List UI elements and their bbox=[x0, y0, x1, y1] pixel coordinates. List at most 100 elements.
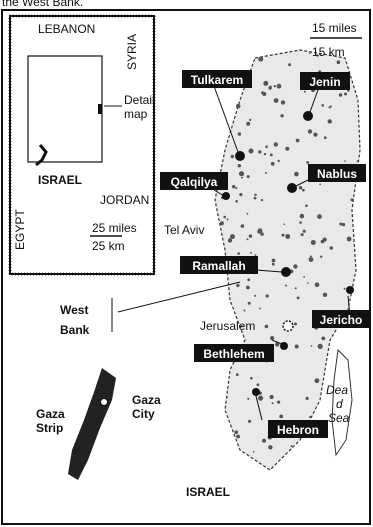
stipple-dot bbox=[261, 438, 267, 443]
stipple-dot bbox=[321, 104, 325, 107]
stipple-dot bbox=[314, 378, 320, 384]
stipple-dot bbox=[319, 183, 321, 186]
inset-coastline bbox=[35, 144, 48, 167]
stipple-dot bbox=[235, 187, 238, 190]
stipple-dot bbox=[227, 238, 233, 243]
stipple-dot bbox=[295, 138, 300, 143]
stipple-dot bbox=[305, 396, 309, 400]
stipple-dot bbox=[219, 221, 224, 226]
stipple-dot bbox=[239, 193, 243, 197]
stipple-dot bbox=[271, 402, 274, 405]
stipple-dot bbox=[309, 52, 311, 54]
city-dots bbox=[222, 111, 354, 396]
city-label-bethlehem: Bethlehem bbox=[194, 344, 274, 362]
city-label-jenin: Jenin bbox=[300, 72, 350, 90]
stipple-dot bbox=[234, 430, 238, 435]
gaza-city-dot bbox=[100, 398, 108, 406]
stipple-dot bbox=[310, 240, 316, 245]
stipple-dot bbox=[356, 160, 359, 163]
svg-text:Qalqilya: Qalqilya bbox=[171, 175, 218, 189]
stipple-dot bbox=[269, 153, 273, 157]
stipple-dot bbox=[294, 344, 299, 349]
city-label-hebron: Hebron bbox=[268, 420, 328, 438]
jerusalem-marker bbox=[282, 320, 294, 332]
scale-km-label: 15 km bbox=[312, 45, 345, 59]
stipple-dot bbox=[265, 83, 268, 86]
inset-detail-marker bbox=[98, 104, 102, 114]
stipple-dot bbox=[248, 419, 252, 423]
west-bank-label-1: West bbox=[60, 303, 88, 317]
inset-egypt-label: EGYPT bbox=[13, 209, 27, 250]
stipple-dot bbox=[246, 212, 249, 215]
stipple-dot bbox=[294, 171, 299, 177]
stipple-dot bbox=[308, 257, 314, 262]
stipple-dot bbox=[241, 176, 243, 179]
svg-text:Jericho: Jericho bbox=[320, 313, 363, 327]
city-label-qalqilya: Qalqilya bbox=[160, 172, 228, 190]
stipple-dot bbox=[290, 445, 293, 448]
stipple-dot bbox=[262, 92, 267, 96]
stipple-dot bbox=[230, 234, 235, 240]
stipple-dot bbox=[294, 287, 297, 290]
stipple-dot bbox=[270, 161, 275, 166]
stipple-dot bbox=[235, 200, 238, 203]
stipple-dot bbox=[248, 148, 254, 154]
stipple-dot bbox=[320, 255, 323, 258]
svg-text:Bethlehem: Bethlehem bbox=[203, 347, 264, 361]
stipple-dot bbox=[252, 450, 255, 453]
dead-sea-label-1: Dea bbox=[326, 383, 348, 397]
svg-text:Hebron: Hebron bbox=[277, 423, 319, 437]
stipple-dot bbox=[226, 396, 228, 398]
stipple-dot bbox=[303, 90, 306, 93]
stipple-dot bbox=[298, 186, 303, 190]
stipple-dot bbox=[236, 283, 240, 288]
svg-text:Tulkarem: Tulkarem bbox=[191, 73, 243, 87]
stipple-dot bbox=[279, 414, 284, 419]
stipple-dot bbox=[339, 222, 343, 226]
gaza-city-label-2: City bbox=[132, 407, 155, 421]
stipple-dot bbox=[338, 93, 343, 97]
stipple-dot bbox=[264, 172, 267, 174]
stipple-dot bbox=[223, 215, 226, 219]
inset-scale-miles: 25 miles bbox=[92, 221, 137, 235]
stipple-dot bbox=[254, 193, 257, 197]
dead-sea-label-2: d bbox=[336, 397, 343, 411]
scale-miles-label: 15 miles bbox=[312, 21, 357, 35]
stipple-dot bbox=[285, 234, 289, 238]
stipple-dot bbox=[237, 132, 242, 136]
stipple-dot bbox=[344, 92, 347, 96]
stipple-dot bbox=[250, 251, 252, 254]
stipple-dot bbox=[257, 228, 263, 234]
stipple-dot bbox=[305, 204, 308, 207]
stipple-dot bbox=[314, 282, 320, 288]
stipple-dot bbox=[237, 164, 241, 168]
dead-sea-label-3: Sea bbox=[328, 411, 350, 425]
stipple-dot bbox=[276, 83, 282, 89]
stipple-dot bbox=[259, 307, 261, 310]
stipple-dot bbox=[268, 445, 273, 450]
stipple-dot bbox=[265, 145, 268, 148]
gaza-strip-label-2: Strip bbox=[36, 421, 63, 435]
svg-text:Jenin: Jenin bbox=[309, 75, 340, 89]
stipple-dot bbox=[263, 152, 267, 156]
stipple-dot bbox=[293, 264, 298, 269]
stipple-dot bbox=[236, 434, 241, 439]
city-label-nablus: Nablus bbox=[308, 164, 366, 182]
stipple-dot bbox=[253, 196, 257, 200]
inset-detail-label-1: Detail bbox=[124, 93, 155, 107]
stipple-dot bbox=[275, 342, 280, 347]
stipple-dot bbox=[285, 146, 290, 151]
israel-main-label: ISRAEL bbox=[186, 485, 230, 499]
stipple-dot bbox=[317, 343, 323, 349]
stipple-dot bbox=[281, 233, 285, 237]
stipple-dot bbox=[264, 324, 269, 329]
stipple-dot bbox=[232, 185, 236, 189]
inset-lebanon-label: LEBANON bbox=[38, 22, 95, 36]
stipple-dot bbox=[320, 239, 325, 244]
stipple-dot bbox=[273, 142, 278, 147]
stipple-dot bbox=[247, 397, 250, 400]
stipple-dot bbox=[341, 222, 346, 227]
stipple-dot bbox=[247, 278, 251, 282]
stipple-dot bbox=[306, 161, 310, 164]
